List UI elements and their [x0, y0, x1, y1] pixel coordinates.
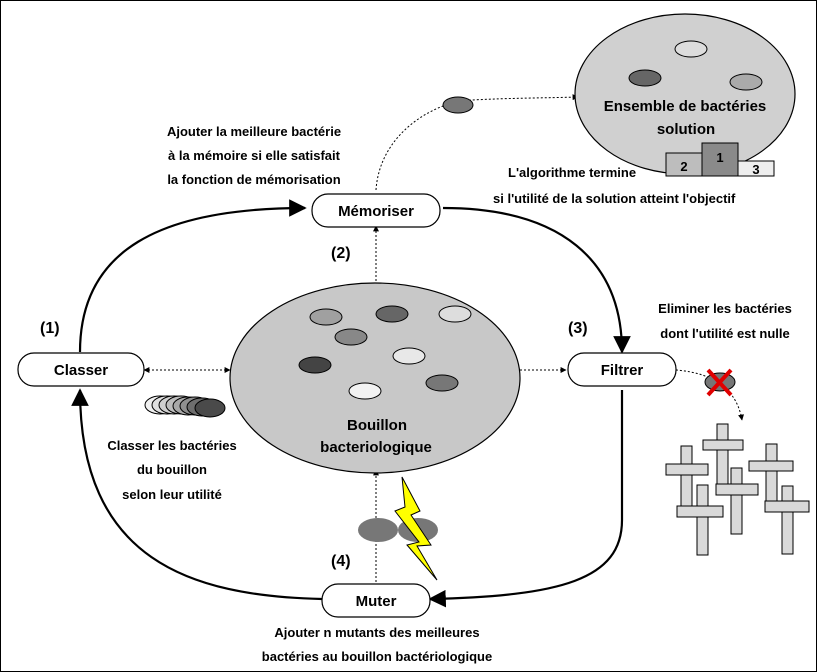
bacterium	[298, 356, 332, 374]
classer-node[interactable]	[17, 352, 145, 387]
bacterium	[425, 374, 459, 392]
arrow-classer-to-memoriser	[78, 199, 307, 353]
step-3-label: (3)	[568, 320, 588, 337]
solution-bacterium	[628, 69, 662, 87]
lightning-icon	[394, 476, 438, 581]
bacterium	[348, 382, 382, 400]
red-x-icon	[706, 368, 733, 397]
bacterium	[309, 308, 343, 326]
memoriser-label: Mémoriser	[338, 203, 414, 220]
filter-note-line1: Eliminer les bactéries	[658, 301, 792, 316]
end-note-line1: L'algorithme termine	[508, 165, 636, 180]
solution-label-line2: solution	[657, 121, 715, 138]
end-note-line2: si l'utilité de la solution atteint l'ob…	[493, 191, 736, 206]
memo-note-line3: la fonction de mémorisation	[167, 172, 340, 187]
podium-third	[737, 160, 775, 177]
bacterium	[334, 328, 368, 346]
muter-label: Muter	[356, 593, 397, 610]
classer-label: Classer	[54, 362, 108, 379]
broth-label-line1: Bouillon	[347, 417, 407, 434]
filtrer-node[interactable]	[567, 352, 677, 387]
step-2-label: (2)	[331, 245, 351, 262]
broth-ellipse	[229, 282, 521, 474]
classify-note-line2: du bouillon	[137, 462, 207, 477]
muter-node[interactable]	[321, 583, 431, 618]
podium-first	[701, 142, 739, 177]
podium-label-3: 3	[752, 162, 759, 177]
podium-label-2: 2	[680, 159, 687, 174]
traveling-bacterium	[442, 96, 474, 114]
arrow-filtrer-to-muter	[428, 390, 624, 608]
memo-note-line1: Ajouter la meilleure bactérie	[167, 124, 341, 139]
classify-note-line1: Classer les bactéries	[107, 438, 236, 453]
bacterium	[392, 347, 426, 365]
step-1-label: (1)	[40, 320, 60, 337]
step-4-label: (4)	[331, 553, 351, 570]
mutant-bacterium	[358, 518, 398, 542]
mutate-note-line2: bactéries au bouillon bactériologique	[262, 649, 492, 664]
memo-note-line2: à la mémoire si elle satisfait	[168, 148, 341, 163]
solution-label-line1: Ensemble de bactéries	[604, 98, 767, 115]
graveyard-crosses	[665, 423, 810, 556]
classify-note-line3: selon leur utilité	[122, 487, 222, 502]
solution-bacterium	[729, 73, 763, 91]
broth-label-line2: bacteriologique	[320, 439, 432, 456]
mutate-note-line1: Ajouter n mutants des meilleures	[274, 625, 479, 640]
solution-bacterium	[674, 40, 708, 58]
arrow-memoriser-to-filtrer	[442, 206, 631, 354]
solution-ellipse	[574, 13, 796, 175]
filter-note-line2: dont l'utilité est nulle	[660, 326, 789, 341]
filtrer-label: Filtrer	[601, 362, 644, 379]
memoriser-node[interactable]	[311, 193, 441, 228]
sorted-bacteria-stack	[144, 395, 226, 418]
arrow-muter-to-classer	[71, 388, 323, 601]
bacterium	[375, 305, 409, 323]
bacterium	[438, 305, 472, 323]
podium-label-1: 1	[716, 150, 723, 165]
